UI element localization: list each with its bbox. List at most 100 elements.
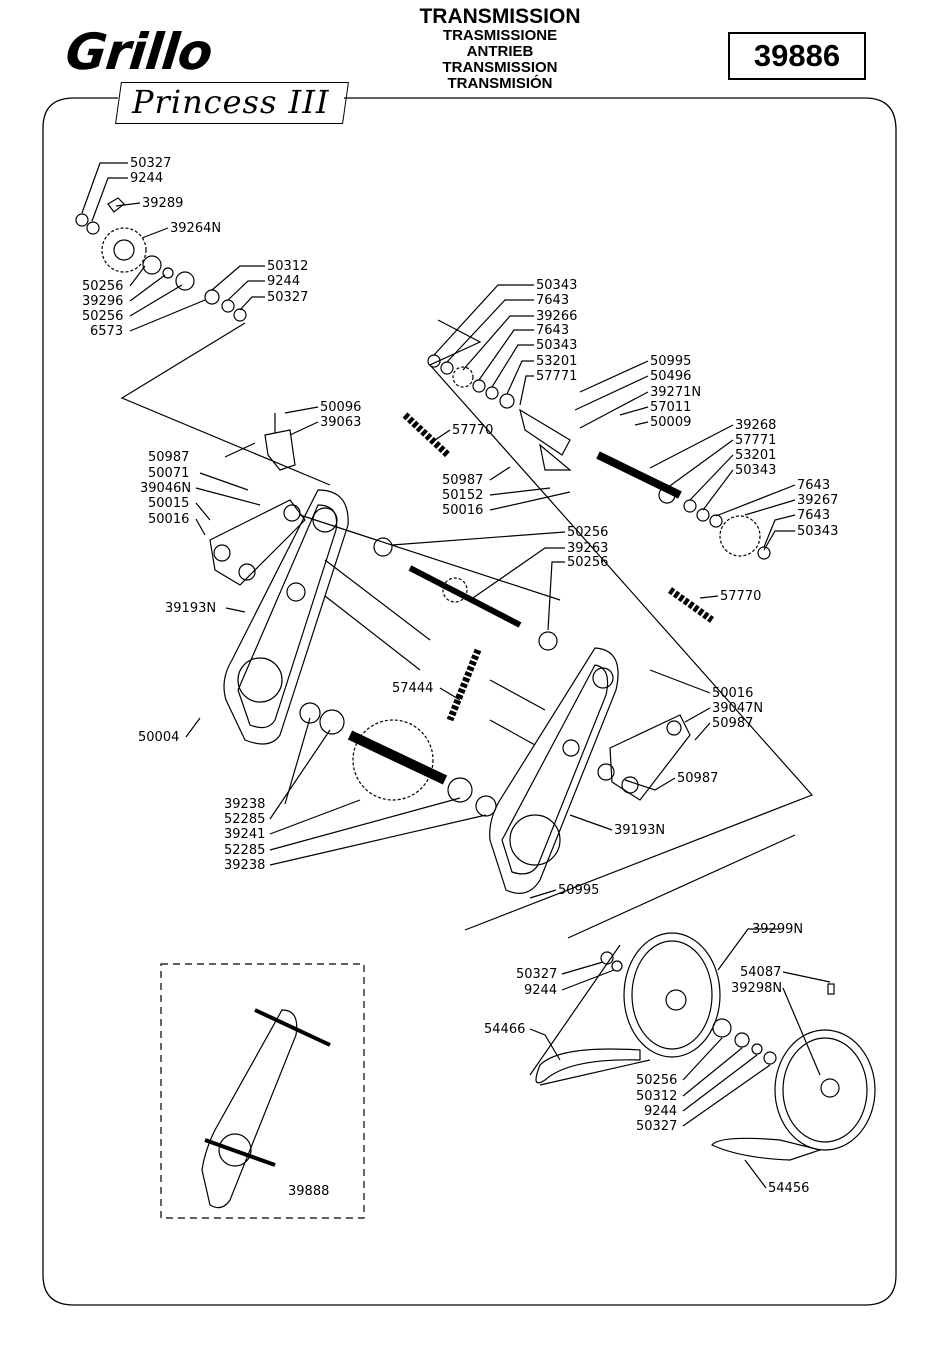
leader (489, 466, 511, 481)
part-label: 50152 (442, 488, 483, 503)
part-label: 57011 (650, 400, 691, 415)
chain (402, 412, 451, 458)
tensioner-plate (609, 714, 691, 801)
small-pulley-rim (782, 1037, 868, 1143)
leader (506, 360, 534, 395)
part-label: 39193N (165, 601, 216, 616)
pulley-hub (665, 989, 687, 1011)
circlip (600, 951, 614, 965)
part-label: 57771 (536, 369, 577, 384)
guide-line (324, 595, 421, 671)
part-label: 7643 (536, 293, 569, 308)
leader (574, 375, 649, 411)
part-label: 50016 (712, 686, 753, 701)
leader (619, 406, 649, 416)
leader (115, 202, 141, 207)
middle-hub (562, 739, 580, 757)
part-label: 50071 (148, 466, 189, 481)
bearing (373, 537, 393, 557)
belt (529, 944, 651, 1086)
leader (579, 360, 649, 393)
circlip (75, 213, 89, 227)
part-label: 50987 (712, 716, 753, 731)
part-label: 50256 (567, 555, 608, 570)
assembled-hub (218, 1133, 252, 1167)
leader (717, 928, 780, 971)
part-label: 50256 (567, 525, 608, 540)
bushing (499, 393, 515, 409)
part-label: 50987 (677, 771, 718, 786)
leader (666, 439, 734, 489)
part-label: 54087 (740, 965, 781, 980)
leader (284, 406, 319, 414)
part-label: 50987 (442, 473, 483, 488)
leader (569, 814, 613, 831)
part-label: 39241 (224, 827, 265, 842)
leader (699, 595, 719, 599)
part-label: 50343 (797, 524, 838, 539)
leader (269, 729, 331, 820)
part-labels: 50327 9244 39289 39264N 50312 9244 50327… (82, 156, 838, 1199)
part-label: 6573 (90, 324, 123, 339)
part-label: 50004 (138, 730, 179, 745)
part-label: 50343 (735, 463, 776, 478)
leader (694, 722, 711, 741)
page-title: TRANSMISSION (419, 5, 581, 28)
belt (711, 1137, 823, 1161)
leader (91, 177, 128, 222)
part-label: 9244 (524, 983, 557, 998)
part-label: 7643 (797, 478, 830, 493)
part-label: 50015 (148, 496, 189, 511)
seal (475, 795, 497, 817)
bearing (447, 777, 473, 803)
part-label: 57771 (735, 433, 776, 448)
leader (141, 227, 169, 239)
circlip (709, 514, 723, 528)
bearing (538, 631, 558, 651)
leader (763, 514, 796, 548)
leader (269, 797, 461, 851)
leader (462, 315, 534, 371)
part-label: 39296 (82, 294, 123, 309)
leader (434, 429, 451, 441)
part-label: 53201 (735, 448, 776, 463)
leader (199, 472, 249, 491)
leader (634, 421, 649, 426)
leader (269, 814, 487, 866)
inset-label: 39888 (288, 1184, 329, 1199)
leader (129, 274, 166, 302)
lower-sprocket-hub (237, 657, 283, 703)
sprocket (719, 515, 761, 557)
leader (702, 469, 734, 511)
leader (446, 299, 534, 363)
page-code: 39886 (728, 32, 866, 80)
part-label: 57770 (452, 423, 493, 438)
part-label: 9244 (130, 171, 163, 186)
washer (221, 299, 235, 313)
part-label: 39193N (614, 823, 665, 838)
leader (469, 547, 565, 601)
leader (195, 518, 206, 536)
leader (561, 969, 615, 991)
part-label: 50312 (636, 1089, 677, 1104)
washer (611, 960, 623, 972)
leader (529, 889, 557, 899)
leader (227, 280, 265, 301)
part-label: 50096 (320, 400, 361, 415)
leader (478, 329, 534, 381)
part-label: 50327 (636, 1119, 677, 1134)
guide-line (299, 514, 561, 601)
leader (195, 487, 261, 506)
part-label: 50256 (636, 1073, 677, 1088)
leader (269, 799, 361, 835)
leader (561, 961, 604, 975)
circlip (763, 1051, 777, 1065)
bearing (142, 255, 162, 275)
sprocket (452, 366, 474, 388)
guide-line (324, 559, 431, 641)
part-label: 54456 (768, 1181, 809, 1196)
chain (446, 648, 482, 722)
sprocket (442, 577, 468, 603)
roller (238, 563, 256, 581)
subtitle-de: ANTRIEB (466, 43, 534, 60)
